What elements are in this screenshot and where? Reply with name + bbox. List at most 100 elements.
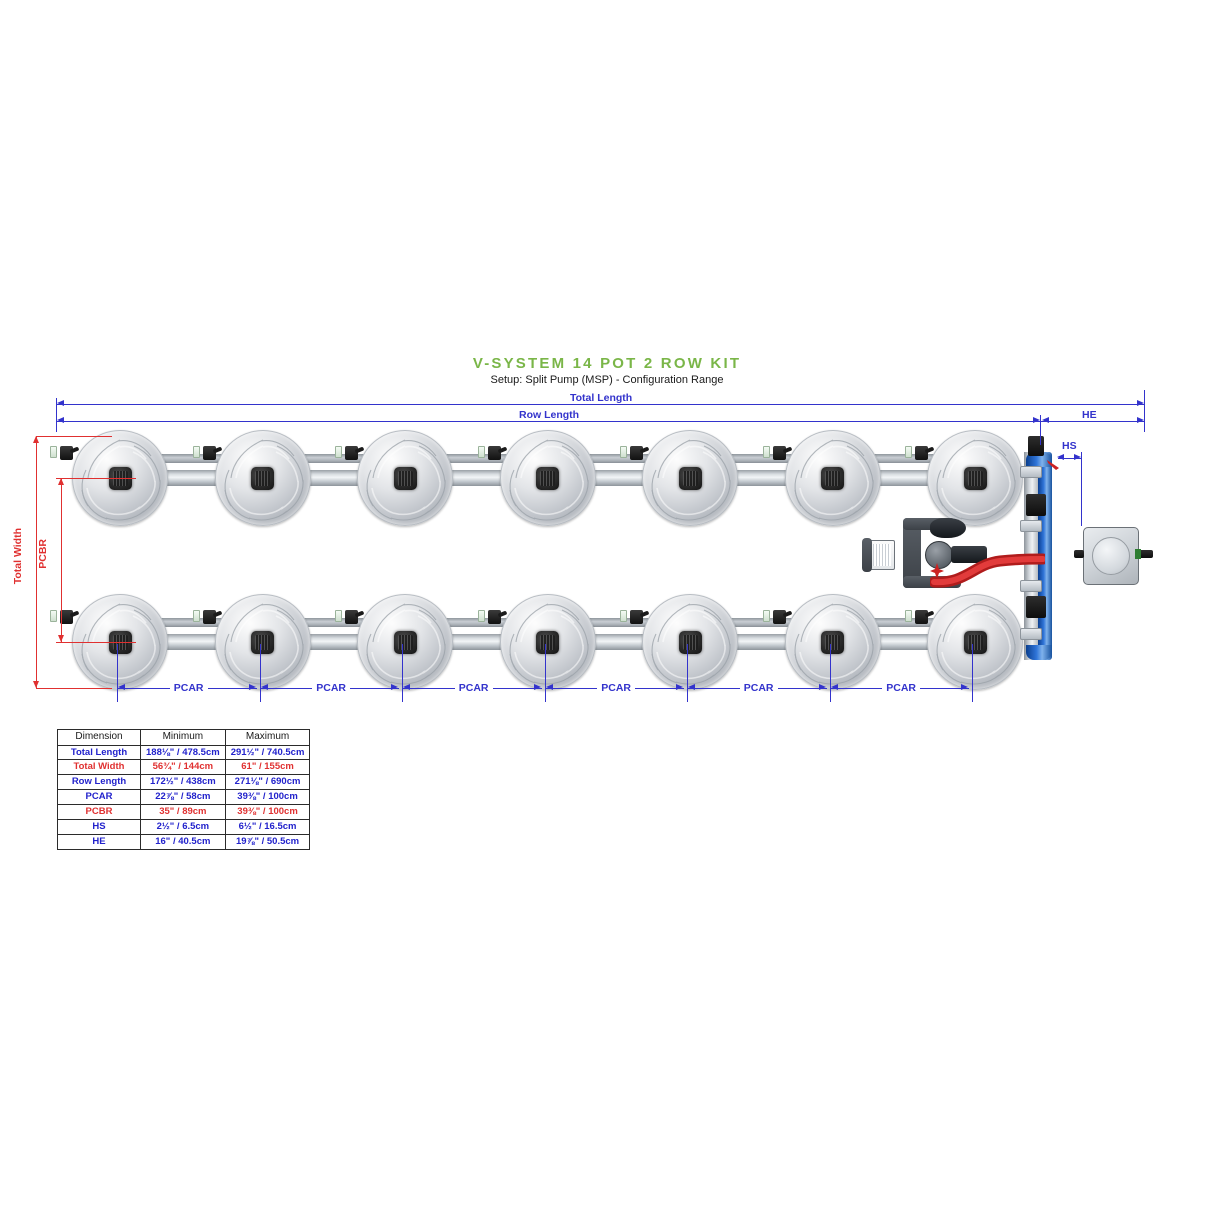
cell-minimum: 56¾" / 144cm [140,759,226,776]
he-arrow-left [1042,417,1049,423]
pipe-valve [762,610,770,622]
plant-pot [214,430,311,526]
pipe-valve [50,446,57,458]
hs-arrow-left [1057,454,1064,460]
total-length-line [56,404,1145,405]
cell-minimum: 188⅛" / 478.5cm [140,744,226,761]
pump-outlet [951,546,987,563]
pcar-label: PCAR [312,682,351,694]
manifold-elbow-bottom [1026,645,1052,660]
cell-maximum: 39⅜" / 100cm [224,804,311,820]
header-dimension: Dimension [57,729,141,746]
pot-swirl-pattern [223,603,304,685]
total-length-tick-left [56,398,57,432]
plant-pot [642,594,738,690]
pipe-fitting [202,610,216,624]
total-width-ext-top [36,436,112,437]
he-line [1040,421,1144,422]
reservoir-outlet [1139,550,1153,558]
cell-dimension: PCAR [57,789,141,805]
plant-pot [499,430,596,526]
pot-swirl-pattern [651,603,731,685]
pcar-arrow-left [830,684,838,690]
pot-swirl-pattern [651,439,731,521]
pcar-arrow-right [676,684,683,690]
cell-maximum: 271⅛" / 690cm [224,774,311,791]
pot-swirl-pattern [936,439,1016,521]
pot-centre-fitting [963,630,987,654]
cell-minimum: 35" / 89cm [140,804,226,820]
row-length-arrow-right [1033,417,1040,423]
pump-bracket-left [903,518,921,588]
plant-pot [499,594,596,690]
pcar-arrow-right [961,684,968,690]
pipe-fitting [915,446,928,460]
plant-pot [642,430,738,526]
cell-dimension: HS [57,818,141,835]
total-length-label: Total Length [566,392,637,404]
pipe-valve [620,610,627,622]
plant-pot [927,430,1023,526]
pipe-valve [50,610,57,622]
plant-pot [784,594,881,690]
pot-centre-leader-bottom [56,642,128,643]
total-width-label: Total Width [12,524,24,589]
pipe-fitting [487,610,501,624]
pcar-arrow-left [545,684,553,690]
pipe-fitting [772,610,786,624]
cell-maximum: 19⅞" / 50.5cm [224,833,311,850]
pipe-fitting [60,446,73,460]
plant-pot [927,594,1023,690]
row-length-arrow-left [57,417,64,423]
plant-pot [357,594,453,690]
pot-centre-fitting [536,630,559,654]
pot-swirl-pattern [81,603,161,685]
pot-centre-fitting [678,466,702,490]
cell-maximum: 39⅜" / 100cm [224,789,311,805]
cell-dimension: HE [57,833,141,850]
pipe-valve [335,610,342,622]
pump-head [925,541,953,569]
total-width-arrow-top [32,436,39,443]
header-minimum: Minimum [140,729,226,746]
pump-hose [930,553,1045,588]
pump-red-marker-icon [930,563,944,579]
pipe-fitting [915,610,928,624]
pot-swirl-pattern [508,603,589,685]
pot-centre-fitting [821,630,844,654]
manifold-clamp [1020,628,1042,640]
pcbr-arrow-bottom [57,635,64,642]
hs-line [1058,458,1082,459]
pipe-fitting [345,446,358,460]
pipe-fitting [630,446,643,460]
pot-centre-fitting [251,630,274,654]
pot-centre-fitting [251,466,274,490]
pcar-label: PCAR [454,682,493,694]
pcar-tick [687,644,688,702]
reservoir-inlet [1074,550,1084,558]
pcbr-label: PCBR [37,535,49,573]
hs-arrow-right [1074,454,1081,460]
row-length-tick-right [1040,415,1041,445]
total-width-ext-bottom [36,688,112,689]
he-arrow-right [1137,417,1144,423]
total-width-arrow-bottom [32,681,39,688]
plant-pot [214,594,311,690]
page-title: V-SYSTEM 14 POT 2 ROW KIT [472,355,742,372]
pcar-tick [544,644,546,702]
pot-centre-fitting [393,630,417,654]
pcar-tick [402,644,403,702]
pot-centre-fitting [393,466,417,490]
pcar-arrow-left [403,684,410,690]
pipe-valve [905,446,912,458]
pcar-tick [829,644,831,702]
pump-top-cap [930,518,966,538]
manifold-top-cap [1028,436,1044,456]
total-length-tick-right [1144,390,1145,432]
